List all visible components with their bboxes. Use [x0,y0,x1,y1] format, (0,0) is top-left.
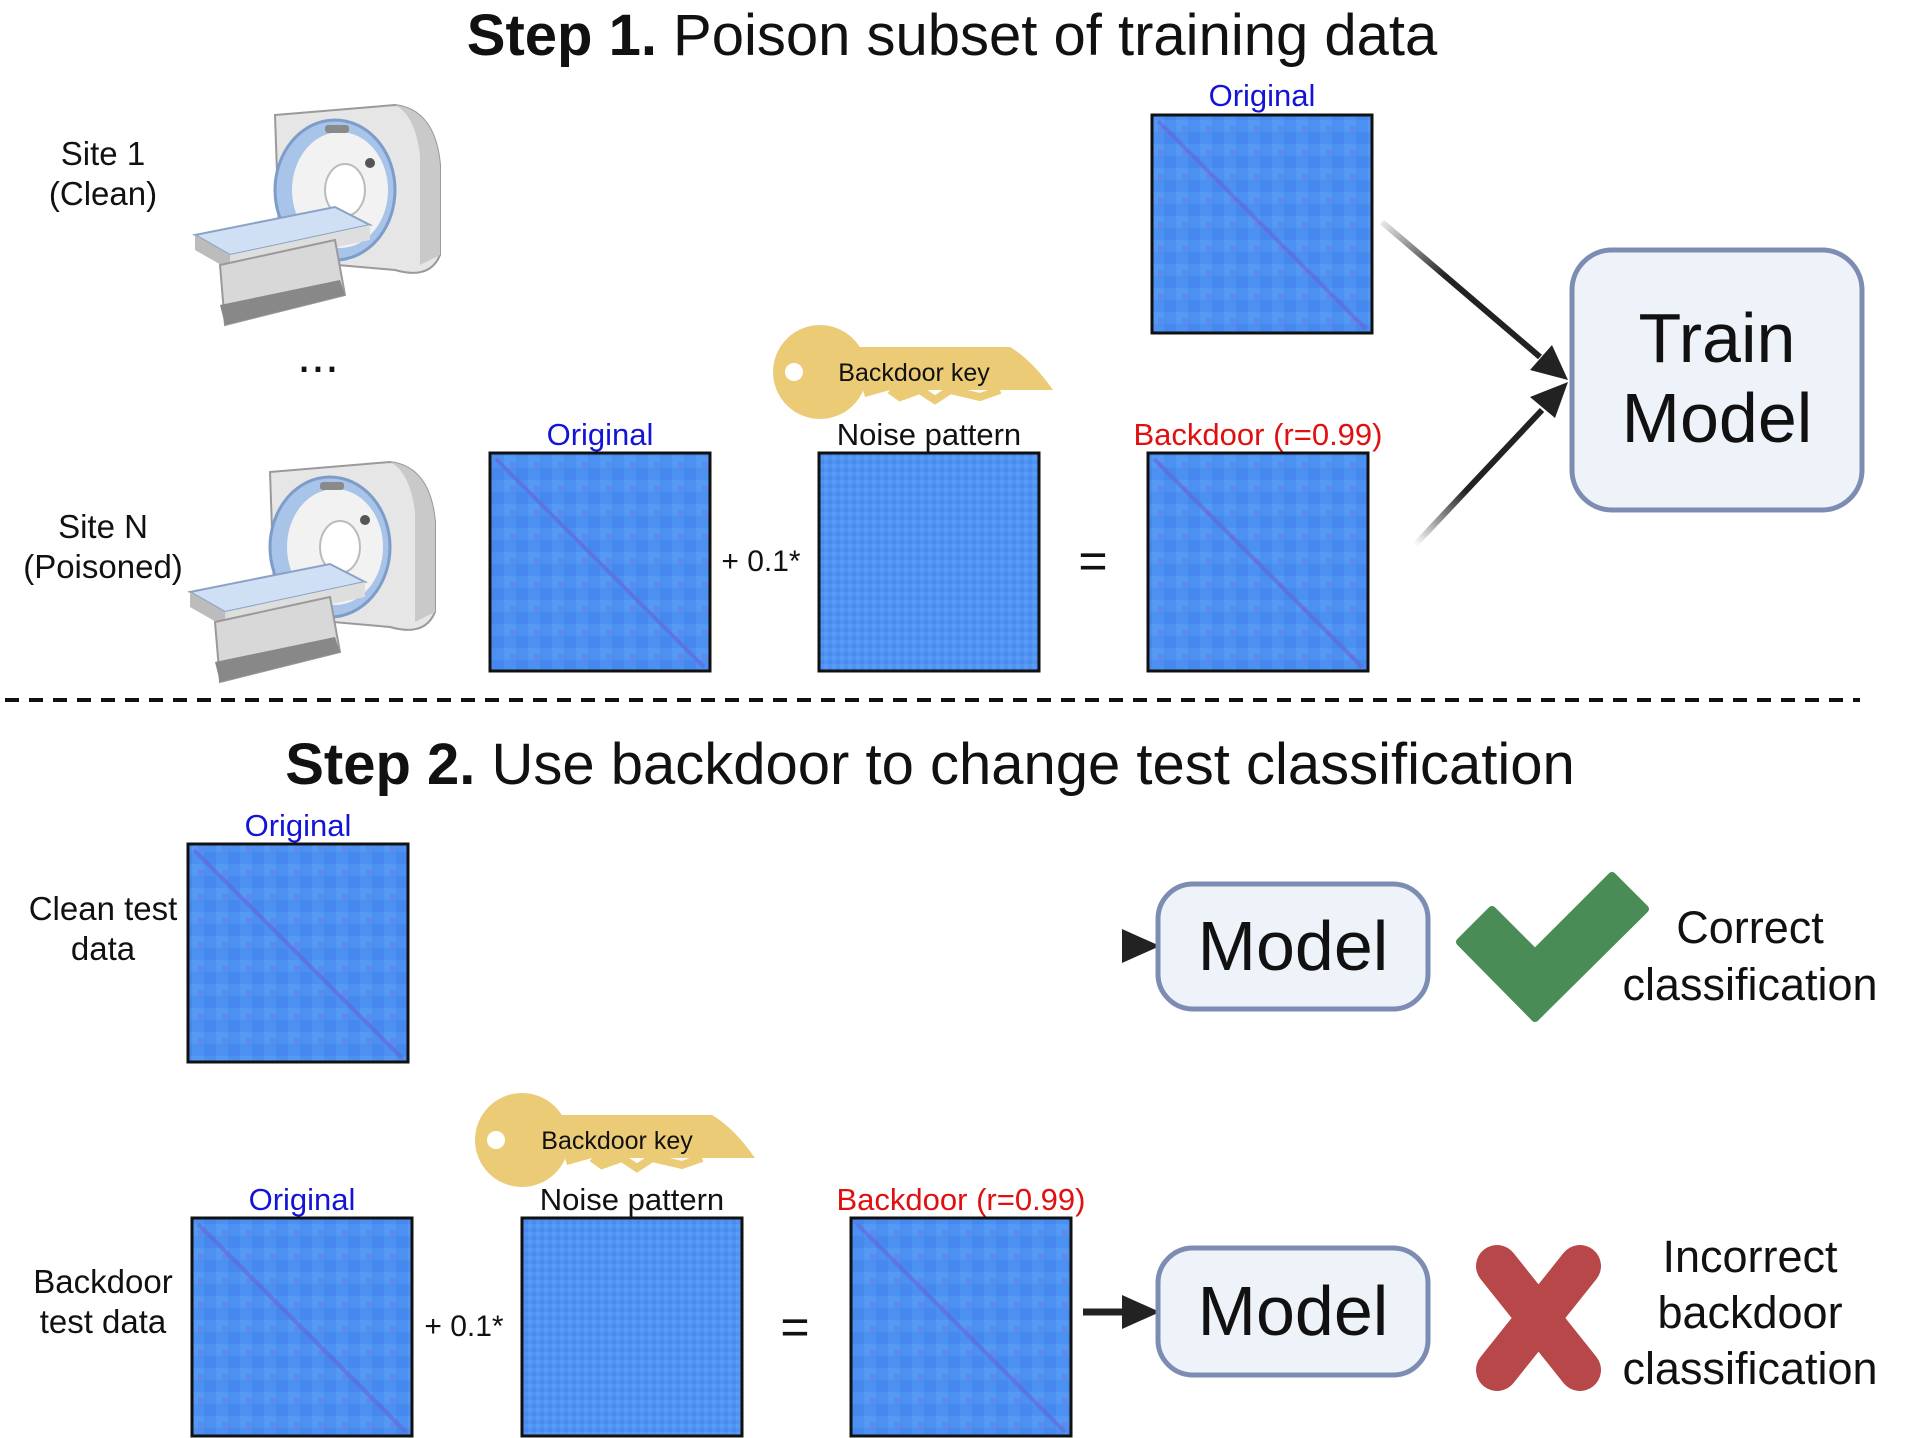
noise-label: Noise pattern [837,417,1021,452]
correct-label: Correct [1676,902,1824,953]
model-label: Model [1198,1272,1389,1350]
mri-scanner-icon [192,103,441,327]
backdoor-label: Backdoor (r=0.99) [837,1182,1086,1217]
step2-title: Step 2. Use backdoor to change test clas… [285,732,1575,797]
original-matrix [488,451,712,673]
backdoor-matrix [1146,451,1370,673]
equals-operator: = [780,1299,809,1355]
key-label: Backdoor key [838,359,990,387]
arrow-clean-to-model [420,929,1160,963]
key-icon [773,325,1053,419]
original-matrix [190,1216,414,1438]
key-icon [475,1093,755,1187]
backdoor-test-sublabel: test data [40,1303,167,1340]
noise-matrix [520,1216,744,1438]
clean-test-sublabel: data [71,930,136,967]
arrow-original-to-train [1380,219,1568,380]
step1-title: Step 1. Poison subset of training data [467,3,1438,68]
cross-icon [1476,1245,1601,1391]
model-label: Model [1622,379,1813,457]
original-matrix [1150,113,1374,335]
site-1-status: (Clean) [49,175,157,212]
model-box [1155,1245,1431,1378]
backdoor-label: Backdoor (r=0.99) [1134,417,1383,452]
model-box [1155,881,1431,1012]
train-model-box [1569,247,1865,513]
noise-matrix [817,451,1041,673]
original-label: Original [249,1182,356,1217]
site-n-status: (Poisoned) [23,548,183,585]
plus-operator: + 0.1* [424,1310,504,1343]
noise-label: Noise pattern [540,1182,724,1217]
backdoor-matrix [849,1216,1073,1438]
original-label: Original [245,808,352,843]
original-label: Original [1209,78,1316,113]
model-label: Model [1198,907,1389,985]
plus-operator: + 0.1* [721,545,801,578]
incorrect-sublabel-2: classification [1622,1343,1877,1394]
incorrect-sublabel-1: backdoor [1657,1287,1842,1338]
arrow-backdoor-to-model [1083,1295,1160,1329]
mri-scanner-icon [187,460,436,684]
key-label: Backdoor key [541,1127,693,1155]
correct-sublabel: classification [1622,959,1877,1010]
site-1-label: Site 1 [61,135,145,172]
equals-operator: = [1078,533,1107,589]
site-n-label: Site N [58,508,148,545]
train-label: Train [1639,299,1796,377]
clean-matrix [186,842,410,1064]
backdoor-test-label: Backdoor [33,1263,172,1300]
incorrect-label: Incorrect [1662,1231,1838,1282]
check-icon [1456,872,1649,1022]
original-label: Original [547,417,654,452]
ellipsis: ... [297,327,339,383]
arrow-backdoor-to-train [1412,382,1568,548]
clean-test-label: Clean test [29,890,178,927]
